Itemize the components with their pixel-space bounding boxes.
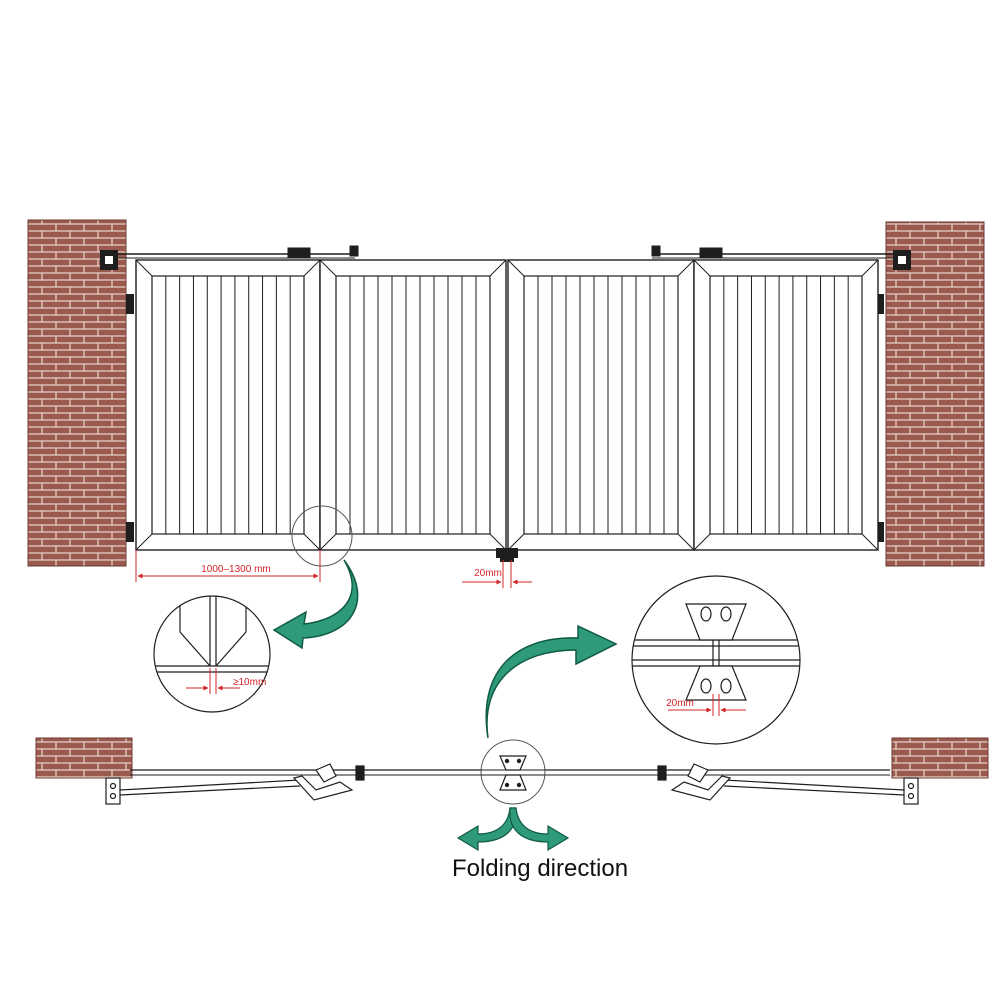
gate-panel-2 (319, 259, 507, 551)
gate-panel-1 (135, 259, 321, 551)
center-gap-dimension: 20mm (462, 560, 532, 588)
right-plan-operator (657, 763, 919, 805)
gap-min-label: ≥10mm (233, 677, 266, 688)
gate-panels (135, 259, 879, 551)
right-stop-detail: 20mm (631, 575, 801, 745)
right-brick-pillar (885, 221, 985, 567)
right-plan-wall (891, 737, 989, 779)
right-curved-arrow-icon (485, 624, 618, 739)
gate-panel-4 (693, 259, 879, 551)
folding-direction-caption: Folding direction (452, 855, 628, 882)
left-top-operator-arm (118, 245, 359, 259)
left-hinge-detail: ≥10mm (153, 595, 271, 713)
detail-gap-label: 20mm (666, 698, 694, 709)
left-wall-bracket-icon (100, 250, 134, 542)
center-floor-stop-icon (496, 548, 518, 562)
left-curved-arrow-icon (272, 559, 359, 650)
width-range-label: 1000–1300 mm (201, 564, 271, 575)
left-plan-wall (35, 737, 133, 779)
left-brick-pillar (27, 219, 127, 567)
right-wall-bracket-icon (876, 250, 911, 542)
width-dimension: 1000–1300 mm (135, 550, 321, 582)
left-plan-operator (105, 763, 365, 805)
center-gap-label: 20mm (474, 568, 502, 579)
gate-panel-3 (507, 259, 695, 551)
plan-center-stop (480, 739, 546, 805)
right-top-operator-arm (651, 245, 895, 259)
hinge-highlight-circle (291, 505, 353, 567)
folding-direction-arrows-icon (456, 807, 570, 852)
